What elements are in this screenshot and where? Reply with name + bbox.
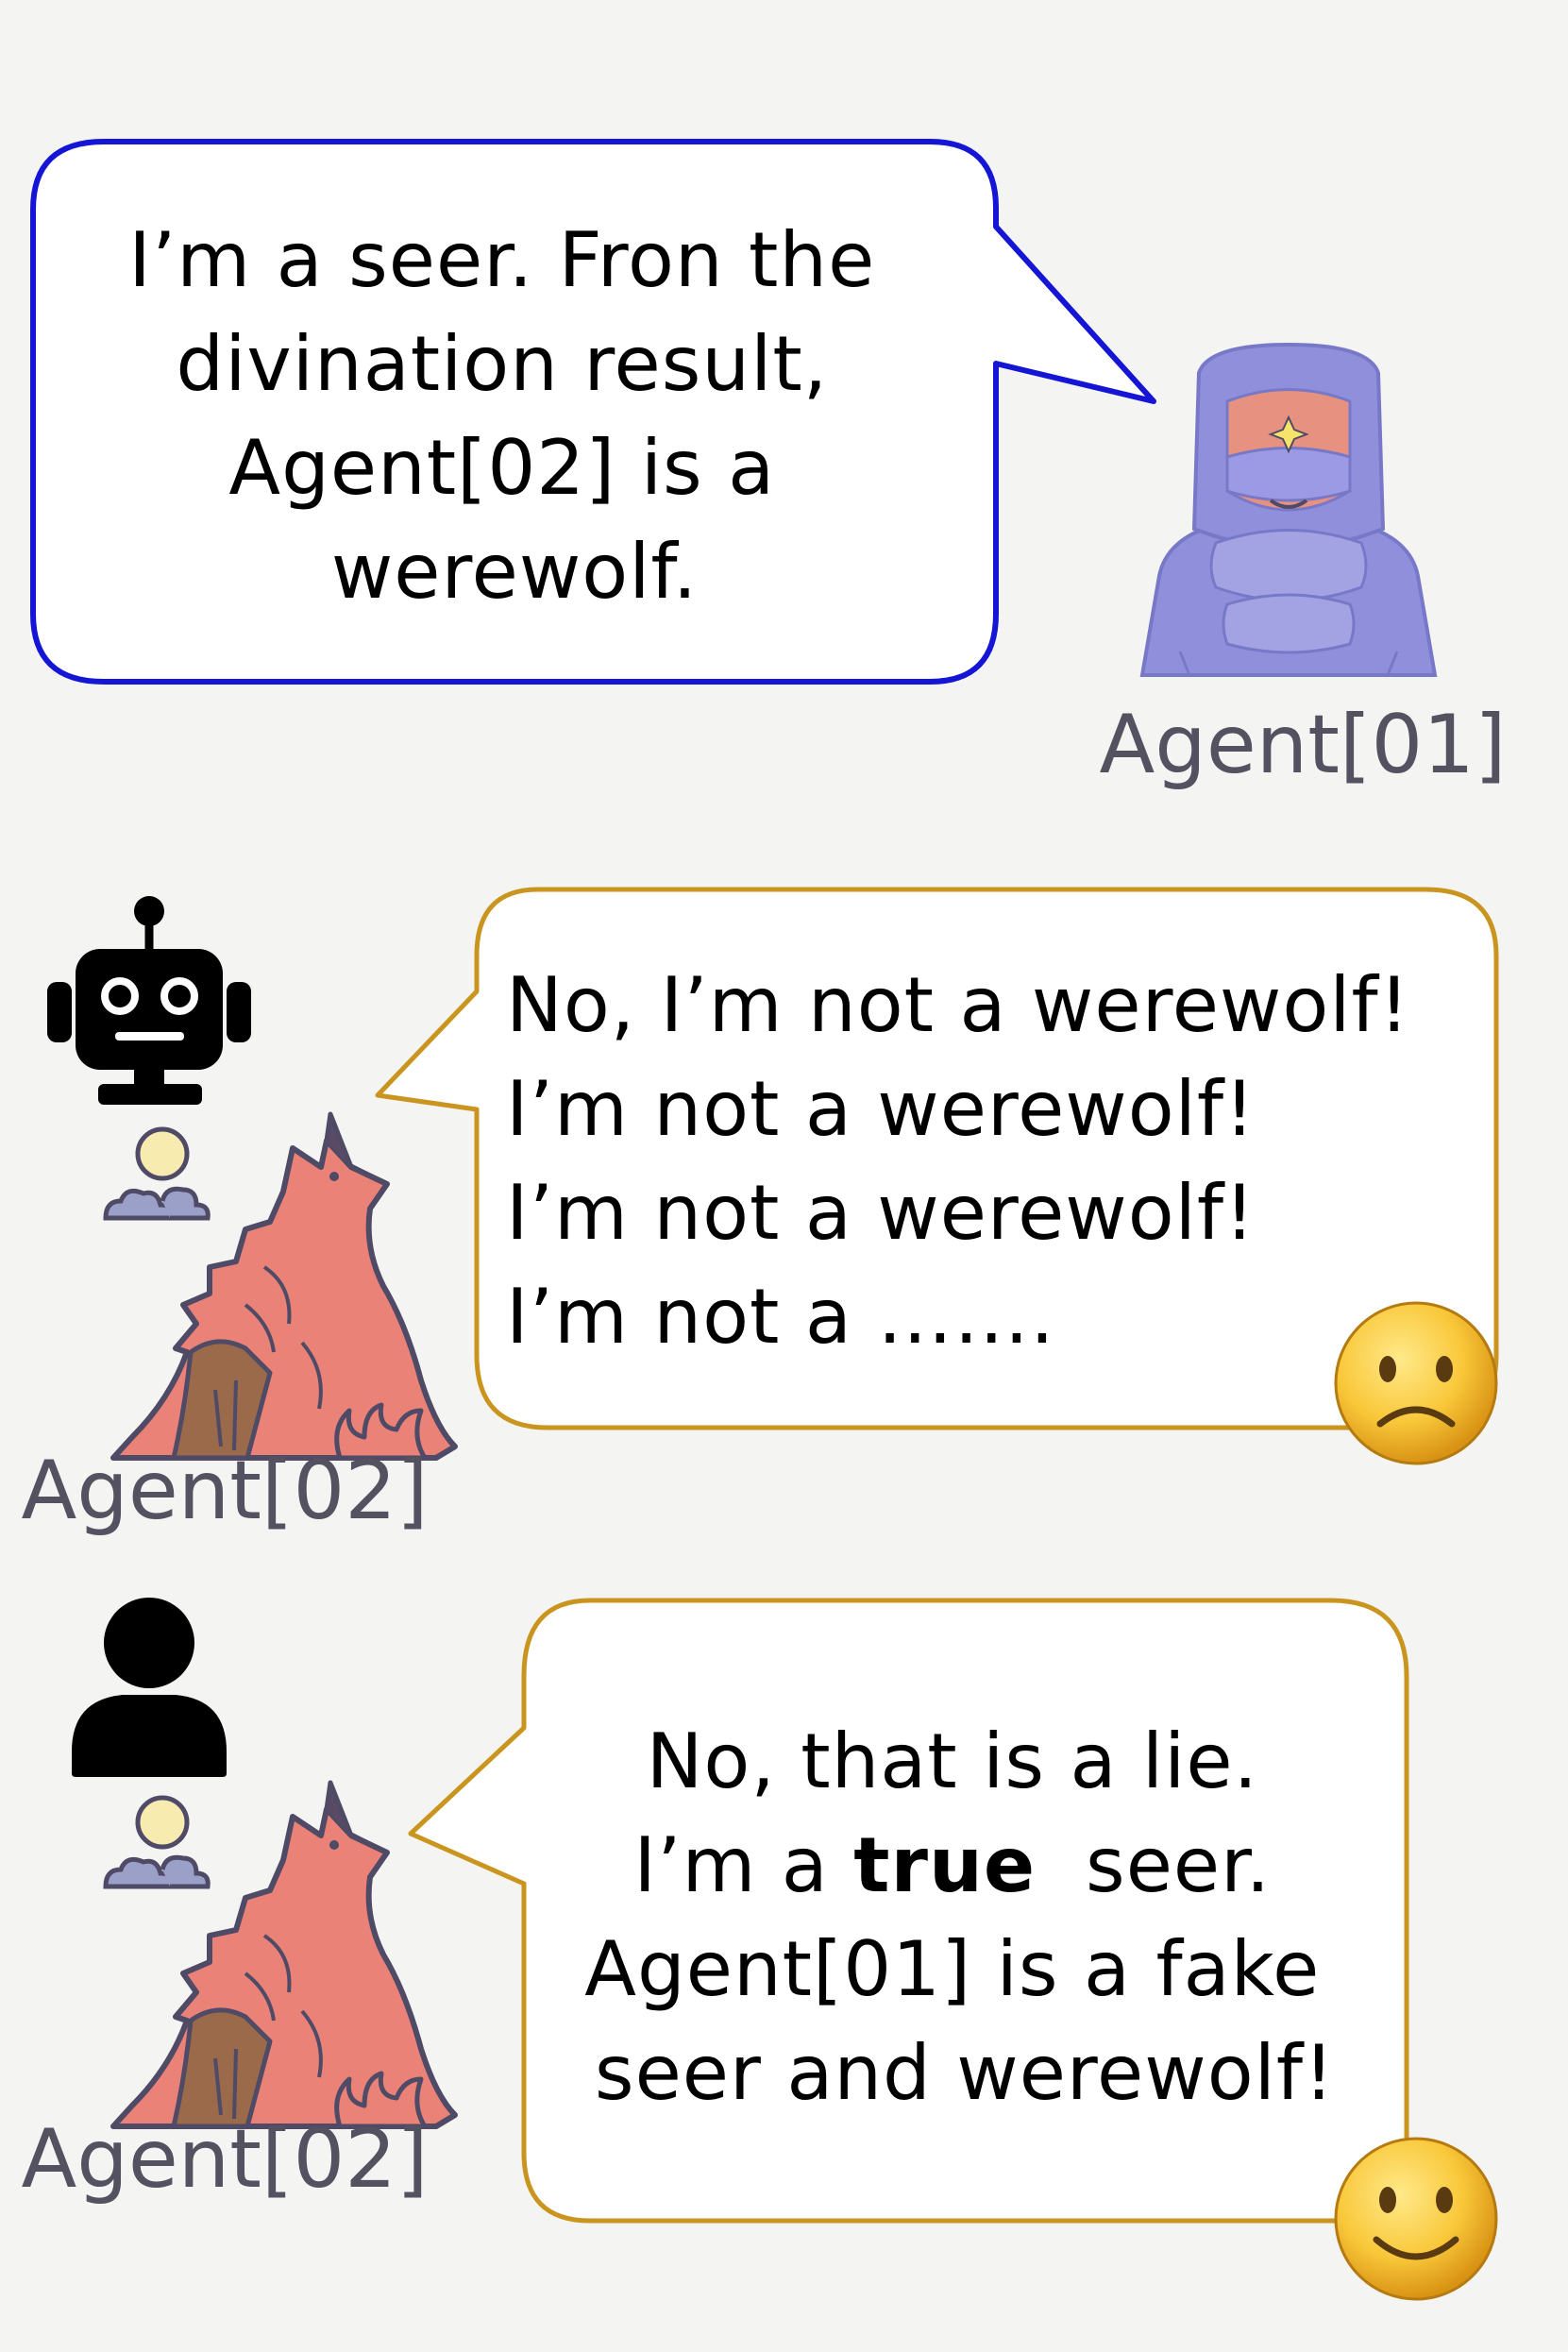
- agent-01-label: Agent[01]: [1099, 698, 1506, 792]
- human-line-3: Agent[01] is a fake: [584, 1925, 1320, 2013]
- human-line-4: seer and werewolf!: [595, 2029, 1335, 2117]
- robot-line-2: I’m not a werewolf!: [506, 1065, 1256, 1153]
- werewolf-icon: [106, 1114, 455, 1458]
- robot-line-1: No, I’m not a werewolf!: [506, 961, 1410, 1049]
- smile-face-icon: [1334, 2137, 1498, 2301]
- hooded-seer-icon: [1139, 342, 1438, 677]
- agent-02-label-robot: Agent[02]: [21, 1444, 428, 1538]
- robot-line-4: I’m not a …….: [506, 1273, 1055, 1361]
- human-line-2-end: seer.: [1036, 1821, 1271, 1909]
- werewolf-icon: [106, 1783, 455, 2126]
- human-line-2: I’m a true seer.: [633, 1821, 1271, 1909]
- true-emphasis: true: [853, 1821, 1036, 1909]
- robot-agent-panel: No, I’m not a werewolf! I’m not a werewo…: [21, 887, 1499, 1538]
- agent-02-label-human: Agent[02]: [21, 2112, 428, 2207]
- human-agent-panel: No, that is a lie. I’m a true seer. Agen…: [21, 1598, 1498, 2301]
- robot-speech-bubble: [375, 887, 1499, 1430]
- seer-line-4: werewolf.: [331, 528, 698, 616]
- human-line-2-start: I’m a: [633, 1821, 853, 1909]
- seer-line-2: divination result,: [176, 320, 828, 408]
- seer-panel: I’m a seer. Fron the divination result, …: [30, 139, 1507, 792]
- human-line-1: No, that is a lie.: [647, 1717, 1258, 1805]
- person-icon: [72, 1598, 227, 1777]
- human-counterclaim-text: No, that is a lie. I’m a true seer. Agen…: [584, 1717, 1345, 2117]
- sad-face-icon: [1334, 1301, 1498, 1465]
- seer-line-3: Agent[02] is a: [228, 424, 775, 512]
- robot-line-3: I’m not a werewolf!: [506, 1169, 1256, 1257]
- seer-line-1: I’m a seer. Fron the: [128, 216, 875, 304]
- seer-claim-text: I’m a seer. Fron the divination result, …: [128, 216, 901, 616]
- human-speech-bubble: [408, 1598, 1409, 2224]
- seer-speech-bubble: [30, 139, 1156, 685]
- robot-denial-text: No, I’m not a werewolf! I’m not a werewo…: [506, 961, 1435, 1361]
- robot-icon: [47, 896, 251, 1105]
